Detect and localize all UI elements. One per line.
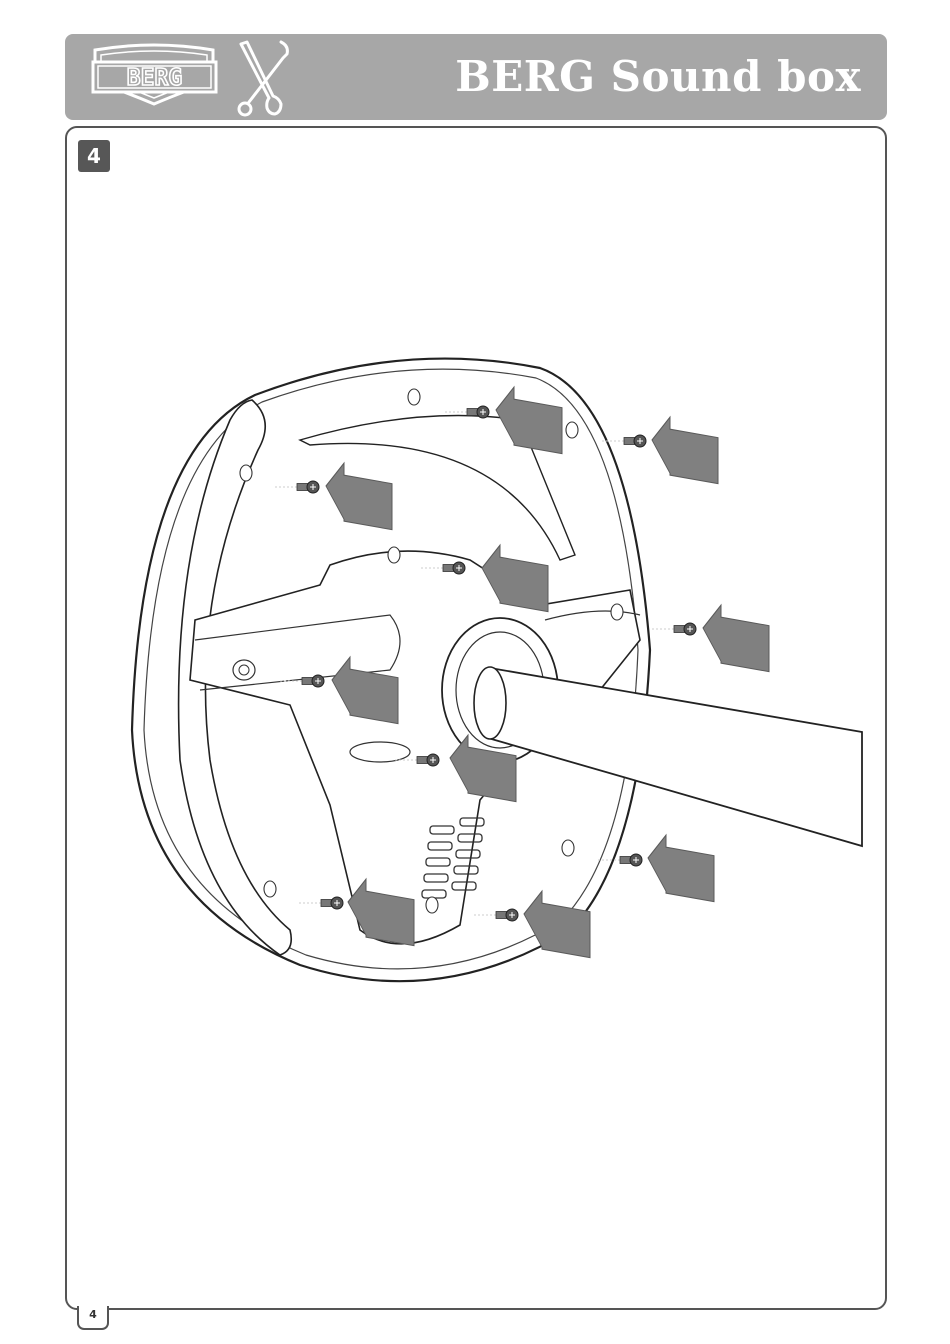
sound-box-assembly-illustration — [120, 340, 870, 1000]
screw-icon — [652, 623, 696, 635]
berg-logo-icon: BERG — [87, 42, 222, 108]
step-number-badge: 4 — [78, 140, 110, 172]
page-number-tab: 4 — [77, 1306, 109, 1330]
arrow-icon — [703, 602, 769, 672]
logo-text: BERG — [127, 65, 182, 91]
page-number: 4 — [79, 1308, 107, 1321]
header-bar: BERG BERG Sound box — [65, 34, 887, 120]
speaker-oval-port — [350, 742, 410, 762]
arrow-icon — [648, 832, 714, 902]
arrow-icon — [652, 414, 718, 484]
page-title: BERG Sound box — [455, 48, 861, 106]
wrench-screwdriver-icon — [233, 38, 293, 118]
